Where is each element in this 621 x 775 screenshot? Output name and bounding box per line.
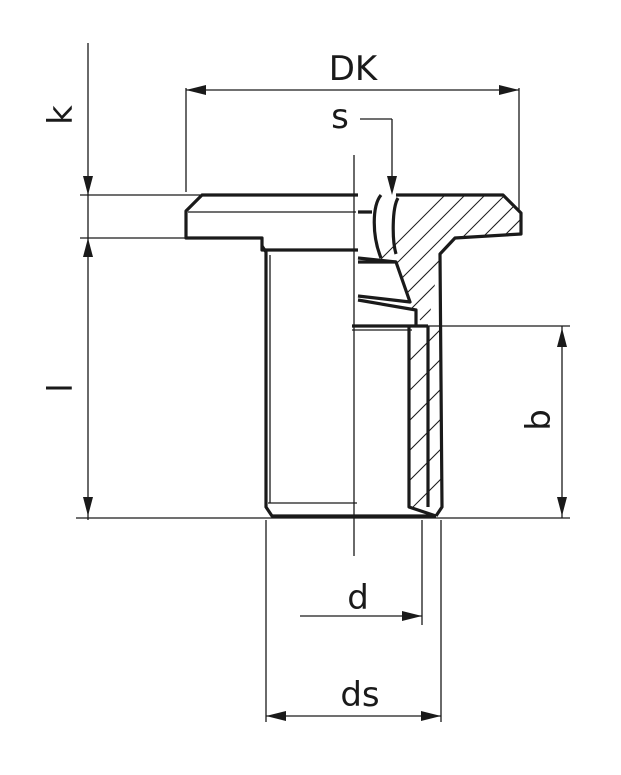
label-b: b (519, 409, 559, 431)
label-ds: ds (340, 675, 379, 715)
dimension-arrows (83, 85, 567, 721)
label-d: d (347, 578, 369, 618)
head-right-outline (396, 193, 523, 517)
label-k: k (41, 105, 81, 125)
label-DK: DK (329, 49, 379, 89)
label-s: s (331, 97, 349, 137)
section-hatching (358, 195, 521, 507)
part-outline (184, 193, 523, 518)
hex-socket-outline (357, 193, 400, 264)
extension-lines (76, 43, 570, 722)
label-l: l (41, 383, 81, 392)
dimension-labels: DK s k l b d ds (41, 49, 559, 715)
head-left-outline (184, 193, 358, 252)
thread-outline (352, 324, 437, 518)
shank-left-outline (260, 245, 436, 518)
transition-outline (357, 260, 418, 326)
